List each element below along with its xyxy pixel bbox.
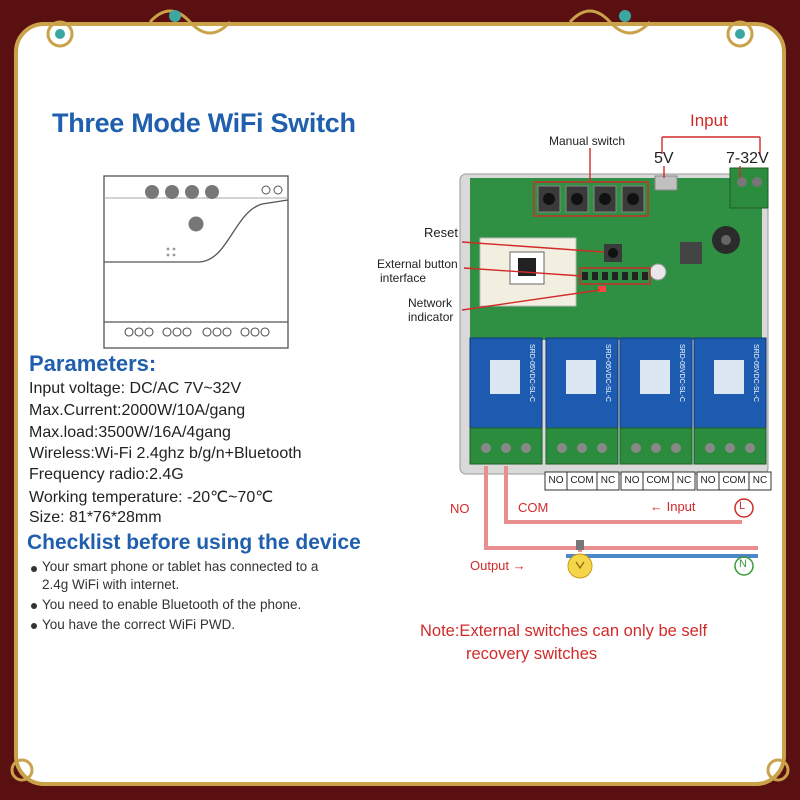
voltage-7-32v-label: 7-32V (726, 150, 769, 167)
callout-lines (461, 136, 761, 311)
terminal-com: COM (646, 475, 670, 486)
line-n-label: N (739, 558, 747, 570)
terminal-no: NO (548, 475, 564, 486)
checklist-item: Your smart phone or tablet has connected… (42, 559, 319, 574)
interface-label: interface (380, 271, 427, 285)
checklist-heading: Checklist before using the device (27, 531, 361, 554)
param-max-current: Max.Current:2000W/10A/gang (29, 402, 246, 419)
wire-no-label: NO (450, 501, 470, 516)
relay-model-text: SRD-05VDC-SL-C (604, 344, 611, 402)
relay-model-text: SRD-05VDC-SL-C (528, 344, 535, 402)
indicator-label: indicator (408, 310, 454, 324)
line-l-circle-icon (734, 498, 754, 518)
line-n-circle-icon (734, 556, 754, 576)
pcb-board (459, 167, 769, 475)
terminal-nc: NC (752, 475, 768, 486)
parameters-heading: Parameters: (29, 351, 157, 376)
line-l-label: L (739, 500, 746, 512)
bullet-icon (31, 623, 37, 629)
external-button-label: External button (377, 257, 458, 271)
terminal-no: NO (700, 475, 716, 486)
terminal-com: COM (722, 475, 746, 486)
output-label: Output → (470, 558, 526, 573)
light-bulb-icon (567, 540, 593, 579)
bullet-icon (31, 566, 37, 572)
wire-com-label: COM (518, 500, 549, 515)
param-size: Size: 81*76*28mm (29, 509, 162, 526)
note-line-1: Note:External switches can only be self (420, 622, 708, 640)
network-label: Network (408, 296, 453, 310)
wire-input-label: ← Input (650, 499, 696, 514)
page-title: Three Mode WiFi Switch (52, 108, 356, 138)
checklist-item: You need to enable Bluetooth of the phon… (42, 597, 302, 612)
param-frequency: Frequency radio:2.4G (29, 466, 184, 483)
input-label: Input (690, 111, 728, 130)
device-illustration (103, 175, 289, 349)
terminal-com: COM (570, 475, 594, 486)
terminal-nc: NC (600, 475, 616, 486)
terminal-no: NO (624, 475, 640, 486)
relay-model-text: SRD-05VDC-SL-C (678, 344, 685, 402)
param-input-voltage: Input voltage: DC/AC 7V~32V (29, 380, 242, 397)
voltage-5v-label: 5V (654, 150, 674, 167)
param-max-load: Max.load:3500W/16A/4gang (29, 424, 231, 441)
param-working-temp: Working temperature: -20℃~70℃ (29, 489, 274, 506)
frame-ornament-icon (10, 9, 790, 782)
bullet-icon (31, 603, 37, 609)
terminal-nc: NC (676, 475, 692, 486)
reset-label: Reset (424, 225, 458, 240)
frame-ornament-fill-icon (55, 10, 745, 39)
terminal-label-boxes (544, 471, 772, 491)
param-wireless: Wireless:Wi-Fi 2.4ghz b/g/n+Bluetooth (29, 445, 302, 462)
checklist-item-cont: 2.4g WiFi with internet. (42, 577, 180, 592)
wiring (484, 466, 758, 558)
note-line-2: recovery switches (466, 645, 598, 663)
manual-switch-label: Manual switch (549, 134, 626, 148)
checklist-item: You have the correct WiFi PWD. (42, 617, 236, 632)
relay-model-text: SRD-05VDC-SL-C (752, 344, 759, 402)
